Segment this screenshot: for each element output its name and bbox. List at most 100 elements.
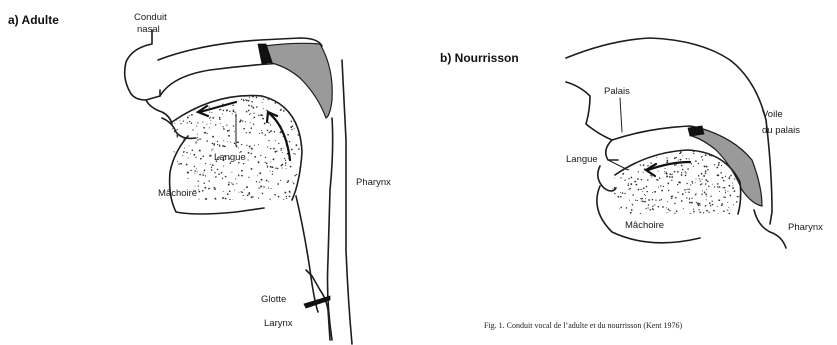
stipple-dot xyxy=(624,193,625,194)
stipple-dot xyxy=(230,142,231,143)
stipple-dot xyxy=(212,117,214,119)
stipple-dot xyxy=(725,192,726,193)
label-adult-machoire: Mâchoire xyxy=(158,188,197,199)
stipple-dot xyxy=(195,142,196,143)
stipple-dot xyxy=(293,112,295,114)
stipple-dot xyxy=(671,180,672,181)
stipple-dot xyxy=(252,96,254,98)
stipple-dot xyxy=(218,91,220,93)
stipple-dot xyxy=(184,148,185,149)
stipple-dot xyxy=(688,189,690,191)
stipple-dot xyxy=(678,160,679,161)
stipple-dot xyxy=(620,177,621,178)
stipple-dot xyxy=(708,212,709,213)
stipple-dot xyxy=(693,150,695,152)
stipple-dot xyxy=(187,103,189,105)
stipple-dot xyxy=(301,90,303,92)
stipple-dot xyxy=(209,127,210,128)
stipple-dot xyxy=(185,97,186,98)
stipple-dot xyxy=(675,157,676,158)
stipple-dot xyxy=(719,200,720,201)
stipple-dot xyxy=(655,199,656,200)
stipple-dot xyxy=(199,199,200,200)
stipple-dot xyxy=(215,94,216,95)
stipple-dot xyxy=(223,128,225,130)
stipple-dot xyxy=(220,123,221,124)
stipple-dot xyxy=(712,184,713,185)
stipple-dot xyxy=(246,132,247,133)
stipple-dot xyxy=(199,174,201,176)
stipple-dot xyxy=(669,210,670,211)
stipple-dot xyxy=(198,181,199,182)
stipple-dot xyxy=(184,97,185,98)
stipple-dot xyxy=(215,124,216,125)
infant-lower-lip xyxy=(598,166,616,191)
stipple-dot xyxy=(270,148,271,149)
stipple-dot xyxy=(686,158,687,159)
panel-b-title: b) Nourrisson xyxy=(440,51,519,65)
stipple-dot xyxy=(702,159,703,160)
stipple-dot xyxy=(206,199,207,200)
stipple-dot xyxy=(194,173,195,174)
stipple-dot xyxy=(242,120,243,121)
stipple-dot xyxy=(176,90,178,92)
stipple-dot xyxy=(301,122,302,123)
stipple-dot xyxy=(209,106,210,107)
stipple-dot xyxy=(651,176,652,177)
stipple-dot xyxy=(302,177,304,179)
stipple-dot xyxy=(714,186,715,187)
stipple-dot xyxy=(178,163,180,165)
stipple-dot xyxy=(714,210,715,211)
stipple-dot xyxy=(722,203,723,204)
stipple-dot xyxy=(258,198,259,199)
stipple-dot xyxy=(217,141,218,142)
adult-palate-outline xyxy=(160,62,300,96)
stipple-dot xyxy=(645,195,646,196)
stipple-dot xyxy=(300,183,302,185)
stipple-dot xyxy=(722,187,723,188)
label-conduit: Conduit xyxy=(134,12,167,23)
infant-palate-junction xyxy=(688,126,704,136)
stipple-dot xyxy=(204,187,206,189)
stipple-dot xyxy=(221,109,222,110)
stipple-dot xyxy=(189,145,190,146)
stipple-dot xyxy=(175,201,176,202)
stipple-dot xyxy=(280,150,281,151)
stipple-dot xyxy=(628,169,629,170)
stipple-dot xyxy=(630,212,632,214)
stipple-dot xyxy=(222,178,223,179)
stipple-dot xyxy=(671,174,672,175)
stipple-dot xyxy=(612,172,613,173)
stipple-dot xyxy=(248,110,250,112)
stipple-dot xyxy=(648,199,650,201)
stipple-dot xyxy=(697,202,699,204)
stipple-dot xyxy=(710,151,712,153)
stipple-dot xyxy=(628,183,629,184)
stipple-dot xyxy=(200,139,201,140)
stipple-dot xyxy=(190,153,191,154)
stipple-dot xyxy=(215,176,217,178)
panel-infant: b) Nourrisson Palais Voile du palais Lan… xyxy=(440,38,823,248)
stipple-dot xyxy=(717,183,719,185)
stipple-dot xyxy=(290,193,291,194)
stipple-dot xyxy=(281,109,282,110)
stipple-dot xyxy=(690,213,692,215)
stipple-dot xyxy=(705,179,707,181)
stipple-dot xyxy=(289,95,290,96)
adult-pharynx-back-wall xyxy=(328,118,333,340)
stipple-dot xyxy=(173,183,174,184)
stipple-dot xyxy=(293,153,294,154)
stipple-dot xyxy=(276,151,277,152)
stipple-dot xyxy=(721,204,723,206)
stipple-dot xyxy=(727,191,728,192)
stipple-dot xyxy=(187,178,188,179)
stipple-dot xyxy=(228,182,229,183)
stipple-dot xyxy=(186,164,188,166)
stipple-dot xyxy=(279,132,280,133)
label-glotte: Glotte xyxy=(261,294,286,305)
stipple-dot xyxy=(298,134,300,136)
stipple-dot xyxy=(222,126,223,127)
stipple-dot xyxy=(243,99,244,100)
stipple-dot xyxy=(202,91,204,93)
stipple-dot xyxy=(282,164,283,165)
